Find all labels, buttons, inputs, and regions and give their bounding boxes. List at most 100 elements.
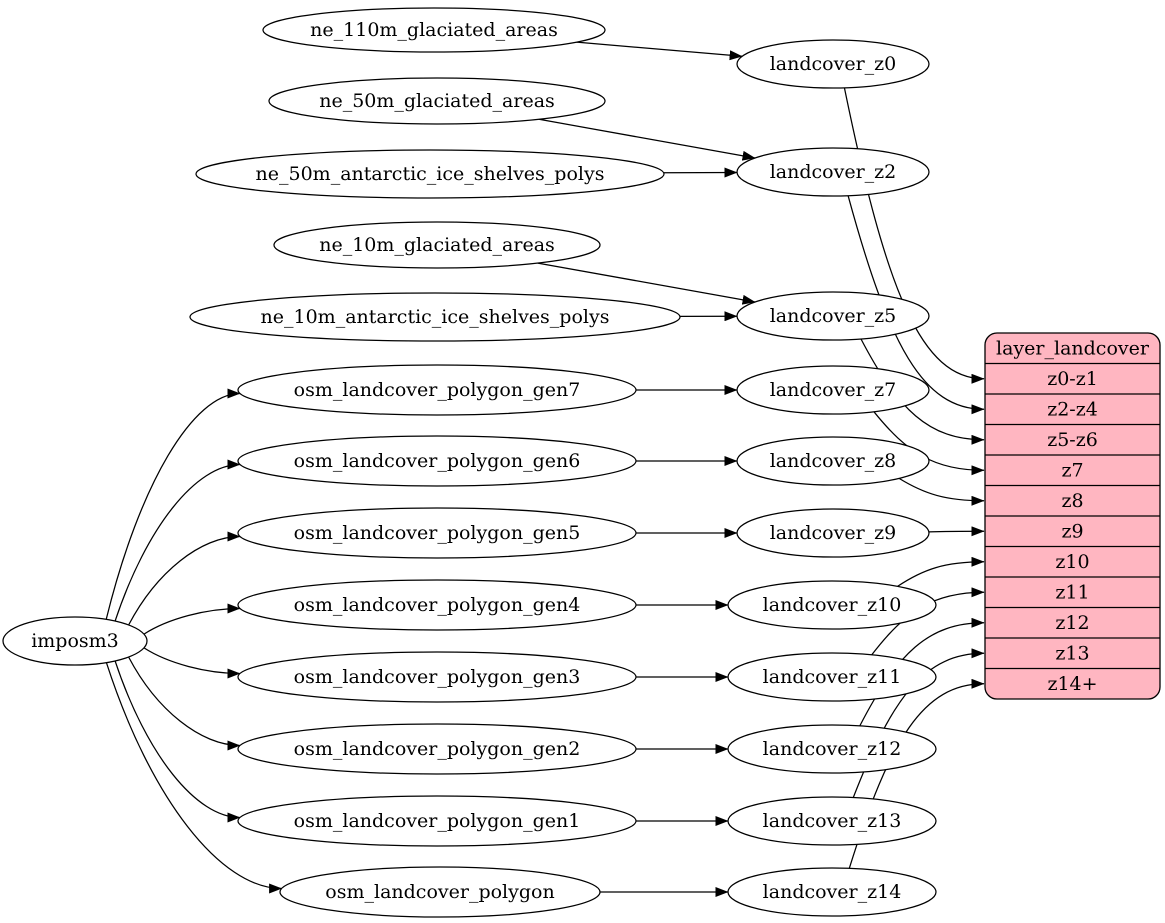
node-label: landcover_z9: [770, 522, 897, 544]
node-ne_10m_antarctic_ice_shelves_polys: ne_10m_antarctic_ice_shelves_polys: [189, 292, 681, 342]
node-osm_landcover_polygon: osm_landcover_polygon: [279, 866, 601, 918]
node-ne_110m_glaciated_areas: ne_110m_glaciated_areas: [262, 7, 606, 53]
node-label: osm_landcover_polygon_gen7: [294, 379, 581, 401]
node-osm_landcover_polygon_gen3: osm_landcover_polygon_gen3: [237, 651, 637, 703]
edge-imposm3-to-osm_landcover_polygon: [105, 662, 283, 894]
node-label: ne_50m_antarctic_ice_shelves_polys: [256, 163, 605, 185]
node-label: ne_110m_glaciated_areas: [310, 19, 558, 41]
table-row-z13: z13: [1055, 642, 1089, 664]
node-label: osm_landcover_polygon_gen6: [294, 450, 581, 472]
node-label: osm_landcover_polygon_gen4: [294, 594, 581, 616]
table-row-z9: z9: [1061, 520, 1083, 542]
node-label: landcover_z10: [763, 594, 902, 616]
node-ellipse: [237, 579, 637, 631]
node-landcover_z0: landcover_z0: [736, 39, 930, 89]
node-landcover_z9: landcover_z9: [736, 508, 930, 558]
node-landcover_z10: landcover_z10: [727, 580, 937, 630]
node-label: osm_landcover_polygon_gen3: [294, 666, 581, 688]
node-label: landcover_z14: [763, 881, 902, 903]
table-node-layer-landcover: layer_landcoverz0-z1z2-z4z5-z6z7z8z9z10z…: [984, 332, 1161, 700]
node-ellipse: [195, 149, 665, 199]
edge-landcover_z12-to-z12: [859, 617, 985, 727]
node-label: landcover_z2: [770, 161, 897, 183]
edge-landcover_z5-to-z5-z6: [860, 338, 985, 445]
node-label: imposm3: [31, 630, 119, 652]
node-ellipse: [736, 508, 930, 558]
node-ellipse: [727, 724, 937, 774]
edge-landcover_z9-to-z9: [928, 526, 985, 537]
edge-imposm3-to-osm_landcover_polygon_gen5: [128, 531, 241, 626]
node-ellipse: [237, 435, 637, 487]
table-row-z10: z10: [1055, 551, 1089, 573]
node-label: osm_landcover_polygon_gen2: [294, 738, 581, 760]
node-ellipse: [736, 147, 930, 197]
table-row-z11: z11: [1055, 581, 1089, 603]
edge-landcover_z8-to-z8: [898, 477, 985, 506]
node-label: ne_10m_glaciated_areas: [319, 234, 555, 256]
table-row-z2-z4: z2-z4: [1047, 398, 1098, 420]
node-label: landcover_z5: [770, 305, 897, 327]
node-ellipse: [727, 652, 937, 702]
node-ellipse: [273, 221, 601, 269]
node-ellipse: [727, 580, 937, 630]
edge-imposm3-to-osm_landcover_polygon_gen3: [143, 647, 241, 679]
node-label: landcover_z13: [763, 810, 902, 832]
node-ellipse: [736, 291, 930, 341]
node-label: landcover_z11: [763, 666, 902, 688]
node-imposm3: imposm3: [2, 616, 148, 666]
node-osm_landcover_polygon_gen7: osm_landcover_polygon_gen7: [237, 364, 637, 416]
table-row-z8: z8: [1061, 490, 1083, 512]
node-ellipse: [268, 77, 606, 125]
node-ellipse: [736, 39, 930, 89]
node-ellipse: [189, 292, 681, 342]
node-landcover_z13: landcover_z13: [727, 796, 937, 846]
edge-landcover_z10-to-z10: [897, 556, 985, 587]
node-label: ne_10m_antarctic_ice_shelves_polys: [261, 306, 610, 328]
edge-imposm3-to-osm_landcover_polygon_gen2: [128, 656, 241, 751]
node-label: landcover_z0: [770, 53, 897, 75]
node-landcover_z12: landcover_z12: [727, 724, 937, 774]
table-row-z12: z12: [1055, 612, 1089, 634]
node-ellipse: [237, 795, 637, 847]
table-row-z0-z1: z0-z1: [1047, 368, 1098, 390]
node-ne_10m_glaciated_areas: ne_10m_glaciated_areas: [273, 221, 601, 269]
nodes-layer: imposm3 ne_110m_glaciated_areas ne_50m_gla…: [2, 7, 1161, 918]
node-osm_landcover_polygon_gen6: osm_landcover_polygon_gen6: [237, 435, 637, 487]
node-landcover_z11: landcover_z11: [727, 652, 937, 702]
table-row-z5-z6: z5-z6: [1047, 429, 1098, 451]
node-ellipse: [237, 651, 637, 703]
table-row-z14+: z14+: [1047, 673, 1097, 695]
edge-ne_50m_glaciated_areas-to-landcover_z2: [538, 118, 756, 161]
node-ellipse: [279, 866, 601, 918]
edge-landcover_z2-to-z2-z4: [847, 195, 985, 415]
node-osm_landcover_polygon_gen5: osm_landcover_polygon_gen5: [237, 507, 637, 559]
node-label: osm_landcover_polygon_gen5: [294, 522, 581, 544]
node-landcover_z8: landcover_z8: [736, 436, 930, 486]
node-ellipse: [727, 867, 937, 917]
node-label: landcover_z7: [770, 379, 897, 401]
node-landcover_z2: landcover_z2: [736, 147, 930, 197]
node-ellipse: [237, 723, 637, 775]
table-title: layer_landcover: [996, 337, 1150, 359]
node-ne_50m_antarctic_ice_shelves_polys: ne_50m_antarctic_ice_shelves_polys: [195, 149, 665, 199]
node-label: landcover_z8: [770, 450, 897, 472]
node-label: osm_landcover_polygon: [325, 881, 554, 903]
edge-ne_10m_glaciated_areas-to-landcover_z5: [537, 262, 756, 305]
edge-imposm3-to-osm_landcover_polygon_gen1: [114, 660, 241, 823]
node-osm_landcover_polygon_gen1: osm_landcover_polygon_gen1: [237, 795, 637, 847]
edge-ne_110m_glaciated_areas-to-landcover_z0: [576, 41, 743, 61]
node-ellipse: [237, 364, 637, 416]
edge-imposm3-to-osm_landcover_polygon_gen4: [143, 603, 241, 635]
node-label: osm_landcover_polygon_gen1: [294, 810, 581, 832]
node-ellipse: [2, 616, 148, 666]
node-label: landcover_z12: [763, 738, 902, 760]
node-osm_landcover_polygon_gen4: osm_landcover_polygon_gen4: [237, 579, 637, 631]
node-osm_landcover_polygon_gen2: osm_landcover_polygon_gen2: [237, 723, 637, 775]
node-landcover_z7: landcover_z7: [736, 365, 930, 415]
edge-imposm3-to-osm_landcover_polygon_gen7: [105, 388, 241, 620]
node-label: ne_50m_glaciated_areas: [319, 90, 555, 112]
node-ellipse: [262, 7, 606, 53]
edge-imposm3-to-osm_landcover_polygon_gen6: [114, 459, 241, 622]
